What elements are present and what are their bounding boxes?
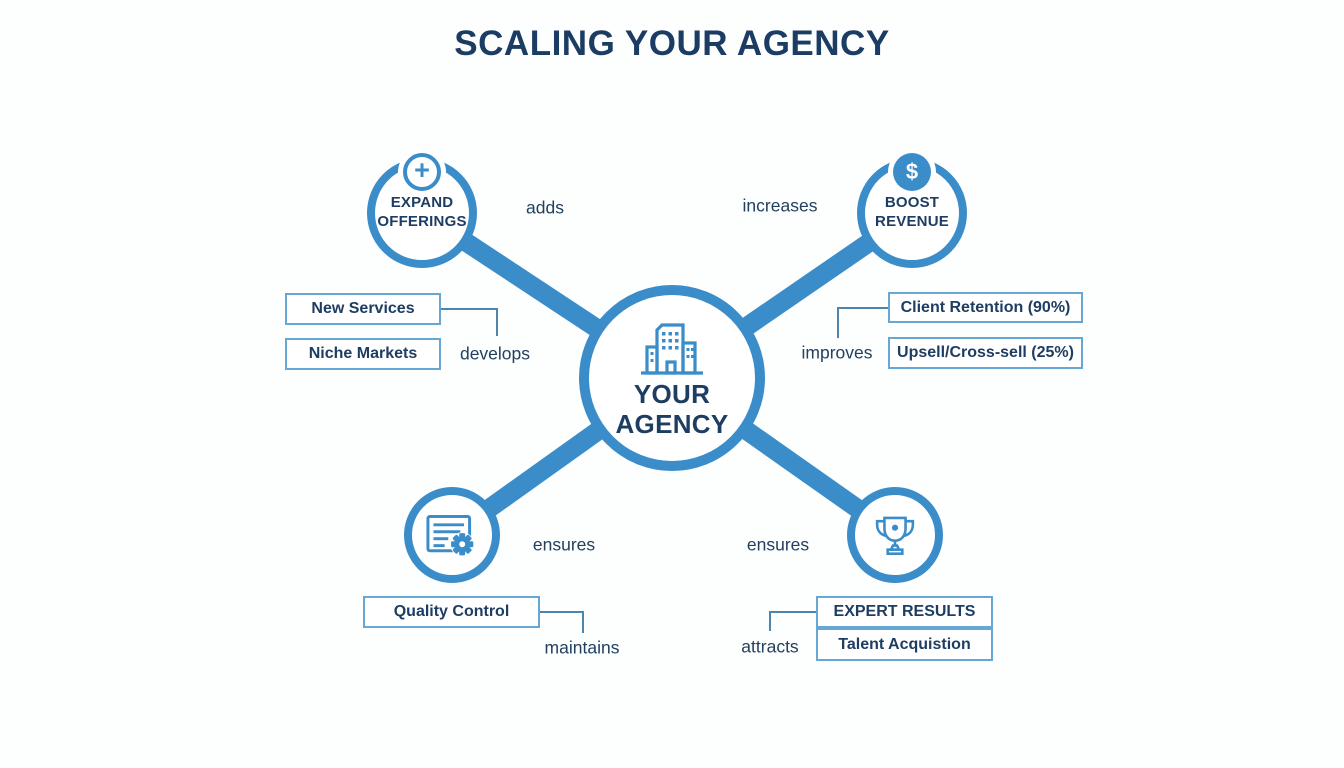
building-windows	[650, 332, 694, 363]
edge-label-improves: improves	[801, 342, 873, 363]
edge-label-ensures-right: ensures	[746, 534, 810, 555]
edge-label-attracts: attracts	[741, 636, 799, 657]
node-your-agency: YOUR AGENCY	[579, 285, 765, 471]
page-title: SCALING YOUR AGENCY	[454, 24, 890, 63]
plus-icon: +	[403, 153, 441, 191]
node-expand-offerings-label: EXPAND OFFERINGS	[377, 194, 467, 230]
elbow-new-services	[441, 308, 498, 336]
building-icon	[641, 323, 703, 375]
plus-glyph: +	[414, 155, 430, 185]
edge-label-adds: adds	[526, 197, 564, 218]
box-upsell-cross-sell: Upsell/Cross-sell (25%)	[888, 337, 1083, 369]
dollar-icon: $	[893, 153, 931, 191]
edge-label-maintains: maintains	[544, 637, 620, 658]
node-quality	[404, 487, 500, 583]
elbow-expert-results	[769, 611, 816, 631]
dollar-glyph: $	[905, 159, 919, 184]
box-talent-acquisition: Talent Acquistion	[816, 628, 993, 661]
box-expert-results: EXPERT RESULTS	[816, 596, 993, 628]
edge-label-develops: develops	[459, 343, 531, 364]
node-your-agency-label: YOUR AGENCY	[615, 379, 729, 439]
edge-label-ensures-left: ensures	[532, 534, 596, 555]
gear-glyph	[450, 532, 475, 557]
box-client-retention: Client Retention (90%)	[888, 292, 1083, 323]
node-boost-revenue-label: BOOST REVENUE	[875, 194, 949, 230]
box-niche-markets: Niche Markets	[285, 338, 441, 370]
box-quality-control: Quality Control	[363, 596, 540, 628]
box-new-services: New Services	[285, 293, 441, 325]
trophy-icon	[875, 516, 915, 555]
checklist-gear-icon	[426, 515, 475, 557]
edge-label-increases: increases	[742, 195, 818, 216]
node-expert	[847, 487, 943, 583]
elbow-quality-control	[540, 611, 584, 633]
elbow-client-retention	[837, 307, 888, 338]
